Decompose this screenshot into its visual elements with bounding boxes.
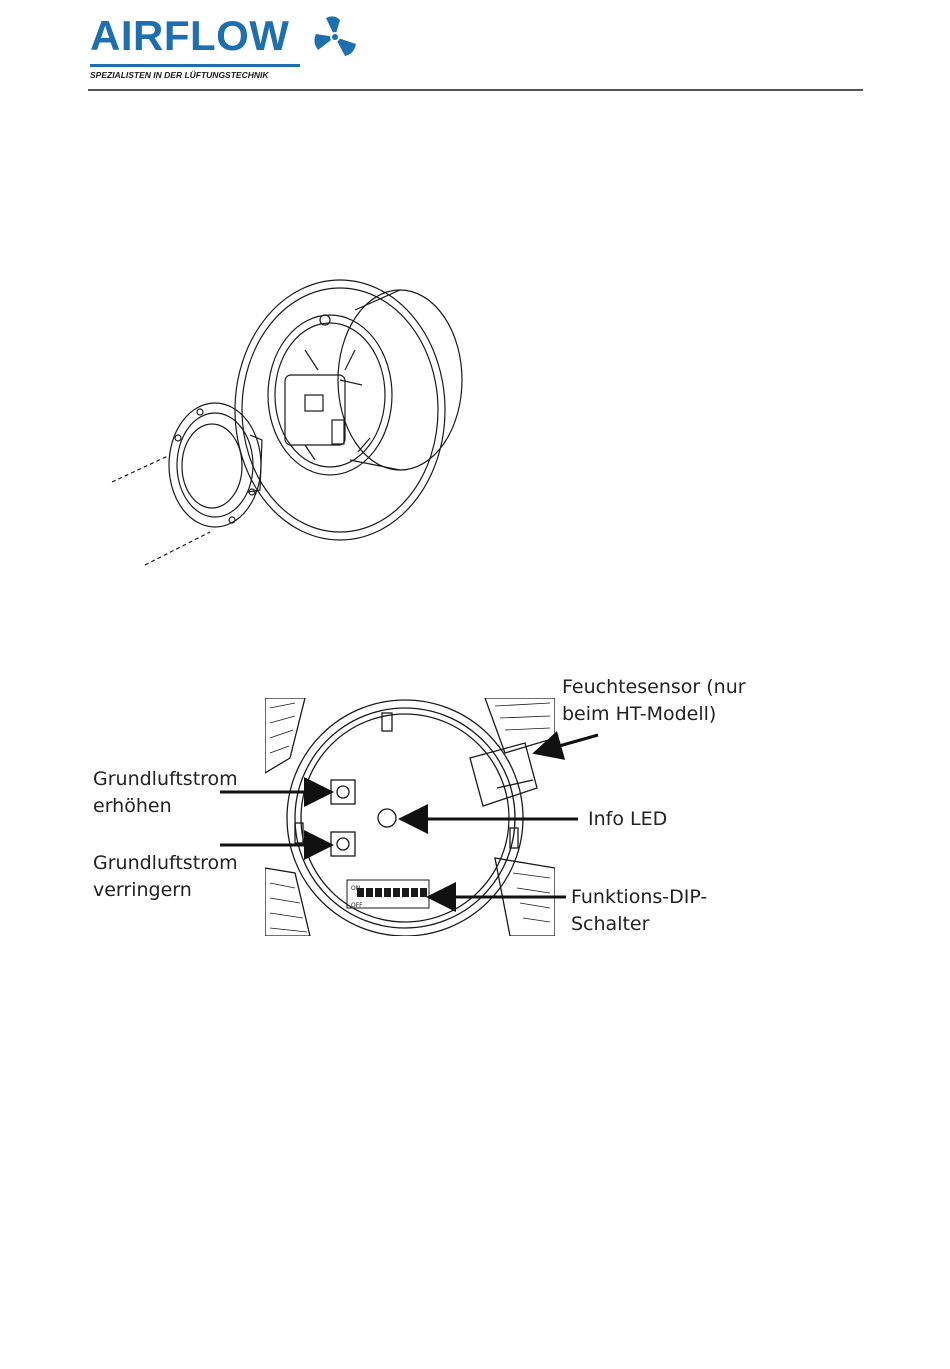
- humidity-sensor-label-line1: Feuchtesensor (nur: [562, 674, 746, 701]
- decrease-airflow-label-line2: verringern: [93, 877, 238, 904]
- fan-logo-icon: [312, 14, 358, 60]
- dip-off-label: OFF: [351, 902, 363, 909]
- humidity-sensor-label-line2: beim HT-Modell): [562, 701, 746, 728]
- humidity-sensor-label: Feuchtesensor (nur beim HT-Modell): [562, 674, 746, 728]
- increase-airflow-label-line2: erhöhen: [93, 793, 238, 820]
- brand-tagline: SPEZIALISTEN IN DER LÜFTUNGSTECHNIK: [90, 70, 269, 80]
- header-divider: [88, 89, 863, 91]
- dip-on-label: ON: [351, 885, 360, 892]
- dip-switch-label-line1: Funktions-DIP-: [571, 884, 707, 911]
- logo-underline: [90, 64, 300, 67]
- dip-switch-label-line2: Schalter: [571, 911, 707, 938]
- decrease-airflow-label: Grundluftstrom verringern: [93, 850, 238, 904]
- brand-name: AIRFLOW: [90, 14, 289, 58]
- airflow-logo: AIRFLOW SPEZIALISTEN IN DER LÜFTUNGSTECH…: [90, 14, 370, 76]
- fan-exploded-view-illustration: [100, 270, 480, 570]
- dip-switch-label: Funktions-DIP- Schalter: [571, 884, 707, 938]
- increase-airflow-label: Grundluftstrom erhöhen: [93, 766, 238, 820]
- decrease-airflow-label-line1: Grundluftstrom: [93, 850, 238, 877]
- increase-airflow-label-line1: Grundluftstrom: [93, 766, 238, 793]
- info-led-label: Info LED: [588, 806, 667, 833]
- control-board-illustration: ON OFF: [265, 698, 555, 936]
